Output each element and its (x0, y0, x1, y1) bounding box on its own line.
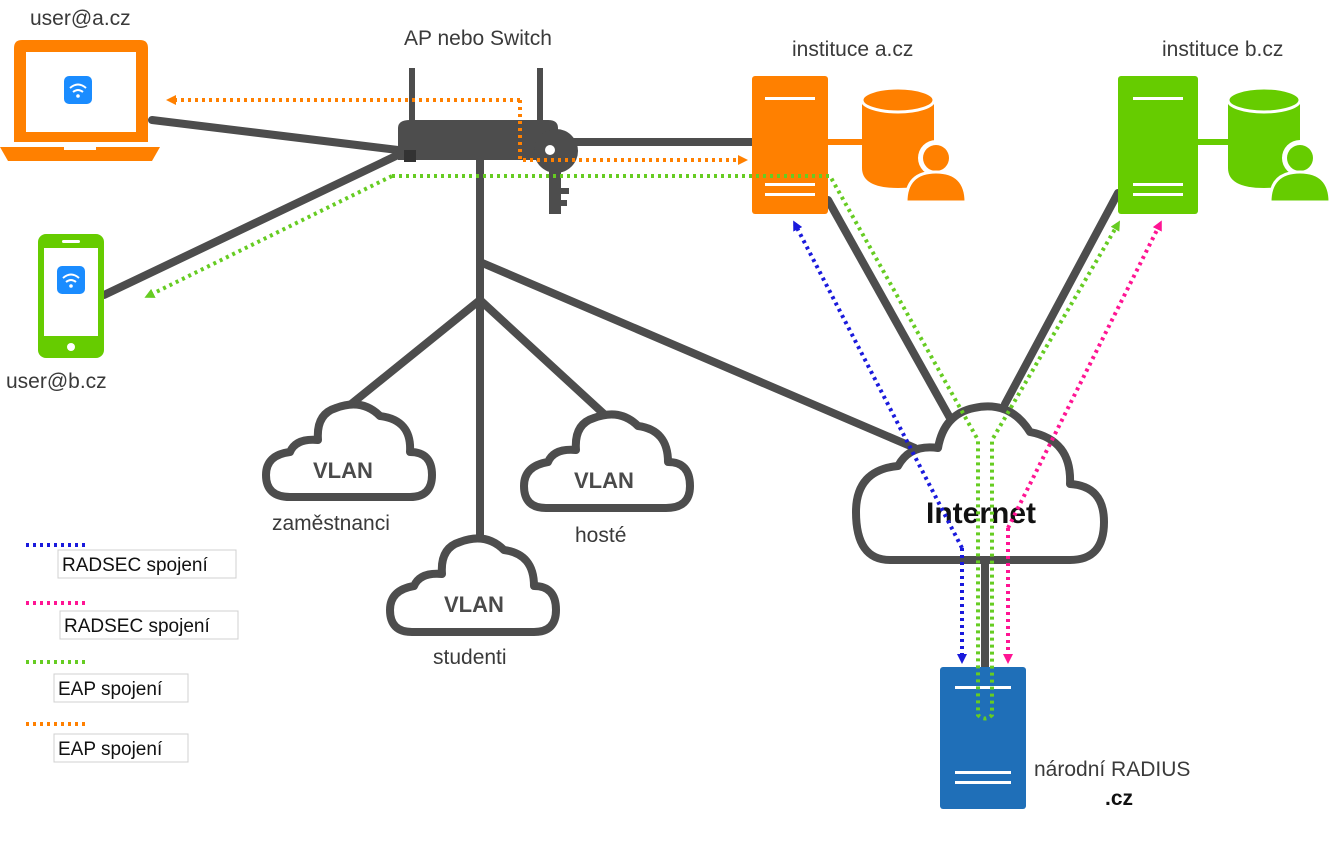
key-icon (534, 129, 578, 214)
connections (144, 95, 1162, 721)
inst-a-label: instituce a.cz (792, 38, 913, 61)
legend-item: EAP spojení (26, 722, 189, 763)
wifi-icon (57, 266, 85, 294)
ap-label: AP nebo Switch (404, 27, 552, 50)
legend: RADSEC spojení RADSEC spojení EAP spojen… (26, 543, 239, 763)
national-radius-cz-label: .cz (1105, 787, 1133, 810)
cloud-icon (386, 534, 560, 636)
vlan-studenti-caption: studenti (433, 646, 507, 669)
legend-label: EAP spojení (58, 679, 163, 700)
internet-label: Internet (926, 497, 1036, 530)
vlan-zamestnanci-text: VLAN (313, 458, 373, 483)
database-user-icon (1226, 86, 1332, 204)
user-a-label: user@a.cz (30, 7, 131, 30)
cloud-icon (520, 410, 694, 512)
national-radius-label: národní RADIUS (1034, 758, 1190, 781)
cable-inst-b-internet (1001, 189, 1122, 408)
cable-vlan-zamestnanci (346, 296, 484, 409)
radsec-blue-to-inst-a (793, 220, 964, 549)
legend-item: RADSEC spojení (26, 543, 237, 579)
wifi-icon (64, 76, 92, 104)
router-icon (398, 68, 558, 162)
phone-icon (38, 234, 104, 358)
vlan-hoste-caption: hosté (575, 524, 626, 547)
legend-label: EAP spojení (58, 739, 163, 760)
user-b-label: user@b.cz (6, 370, 107, 393)
legend-item: RADSEC spojení (26, 601, 239, 640)
vlan-studenti-text: VLAN (444, 592, 504, 617)
server-icon (1118, 76, 1230, 214)
cable-vlan-hoste (476, 296, 609, 419)
legend-label: RADSEC spojení (64, 616, 210, 637)
cloud-icon (852, 402, 1108, 564)
radsec-pink-to-inst-b (1006, 220, 1162, 529)
cable-ap-internet (476, 258, 919, 452)
eap-green-to-inst-b (392, 174, 1121, 721)
legend-label: RADSEC spojení (62, 555, 208, 576)
vlan-hoste-text: VLAN (574, 468, 634, 493)
cables (100, 116, 1122, 672)
inst-b-label: instituce b.cz (1162, 38, 1283, 61)
server-icon (940, 667, 1026, 809)
cloud-icon (262, 400, 436, 501)
server-icon (752, 76, 862, 214)
cable-inst-a-internet (824, 196, 954, 422)
database-user-icon (860, 86, 968, 204)
eap-green-to-phone (144, 174, 393, 298)
cable-phone-ap (100, 151, 402, 299)
vlan-zamestnanci-caption: zaměstnanci (272, 512, 390, 535)
legend-item: EAP spojení (26, 660, 189, 703)
cable-laptop-ap (148, 116, 402, 154)
